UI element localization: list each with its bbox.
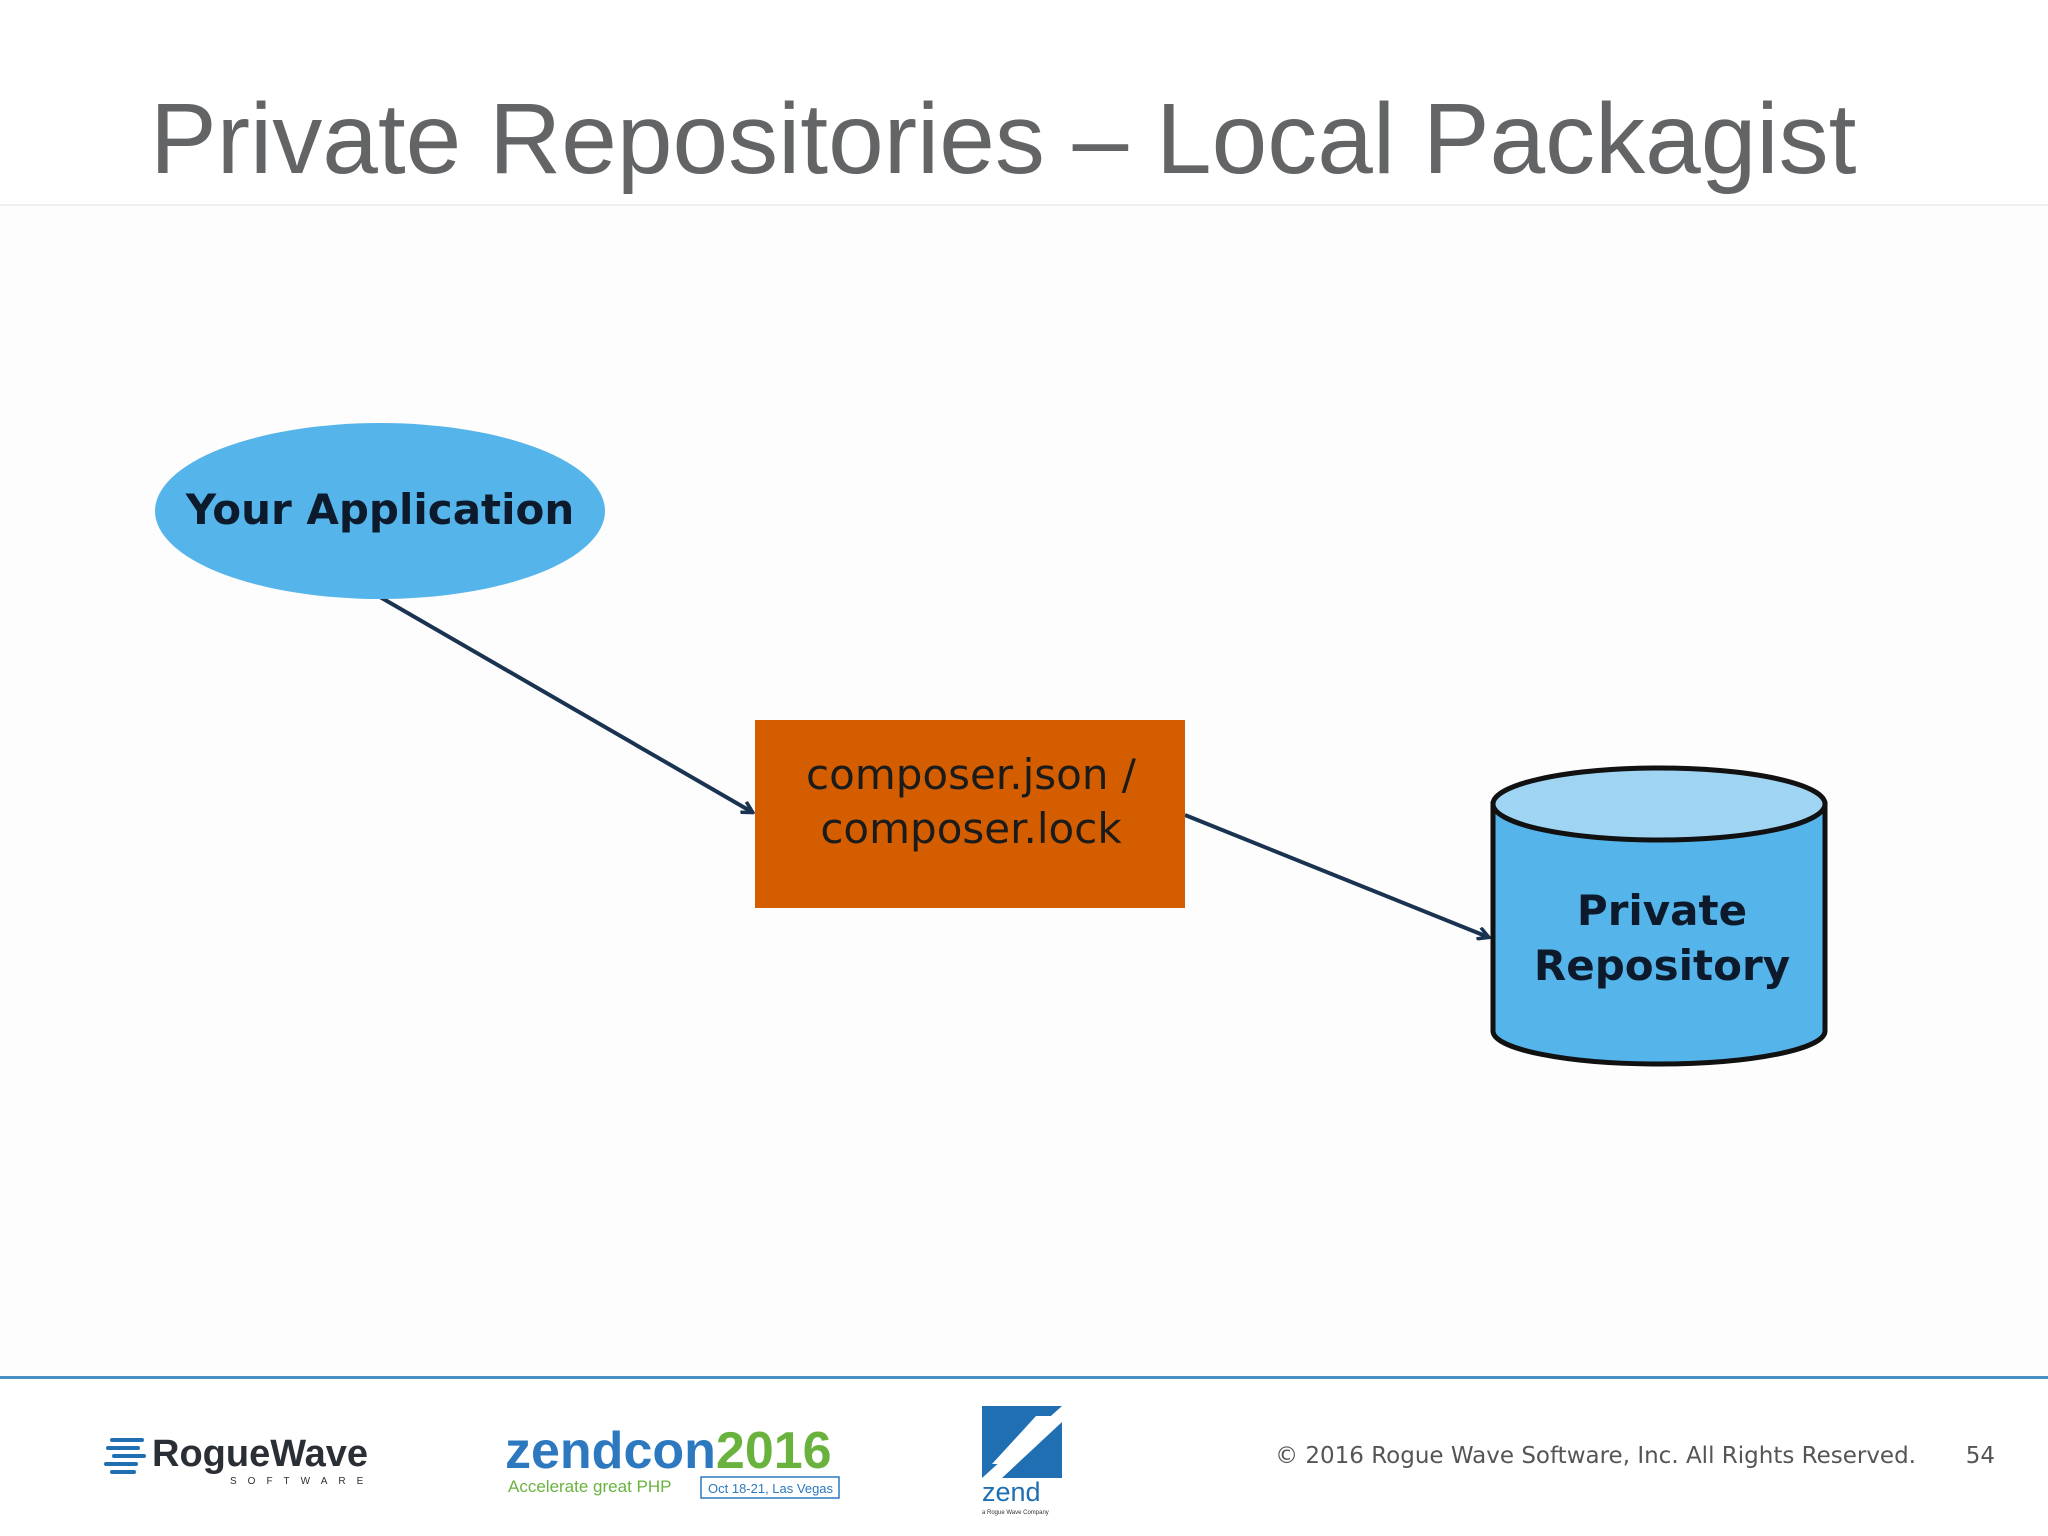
zendcon-logo: zendcon2016 Accelerate great PHP Oct 18-… <box>505 1422 840 1499</box>
composer-box <box>755 720 1185 908</box>
title-divider <box>0 204 2048 206</box>
repository-node: Private Repository <box>1490 765 1828 1067</box>
flow-diagram: Your Application composer.json / compose… <box>155 423 1828 1067</box>
connector-app-to-lock <box>378 595 752 812</box>
zendcon-logo-year: 2016 <box>716 1422 832 1480</box>
roguewave-mark-icon <box>104 1438 146 1474</box>
zendcon-logo-tagline: Accelerate great PHP <box>508 1477 671 1496</box>
page-number: 54 <box>1965 1443 1995 1469</box>
zend-mark-icon <box>982 1406 1062 1478</box>
composer-node-line1: composer.json / <box>806 750 1137 799</box>
repository-cylinder-body <box>1490 801 1828 1067</box>
zend-logo: zend a Rogue Wave Company <box>982 1406 1062 1516</box>
zendcon-logo-dates: Oct 18-21, Las Vegas <box>708 1481 834 1496</box>
repository-node-line2: Repository <box>1534 941 1790 990</box>
copyright-text: © 2016 Rogue Wave Software, Inc. All Rig… <box>1275 1443 1916 1469</box>
zendcon-logo-name: zendcon <box>505 1422 716 1480</box>
footer-divider <box>0 1376 2048 1379</box>
zendcon-dates-box <box>700 1476 840 1499</box>
roguewave-logo-tagline: SOFTWARE <box>230 1476 374 1487</box>
zend-logo-tagline: a Rogue Wave Company <box>982 1510 1049 1516</box>
composer-node-line2: composer.lock <box>820 804 1122 853</box>
app-node-label: Your Application <box>185 485 575 534</box>
app-node: Your Application <box>155 423 605 599</box>
app-ellipse <box>155 423 605 599</box>
roguewave-logo-name: RogueWave <box>152 1433 368 1475</box>
svg-text:zendcon2016: zendcon2016 <box>505 1422 832 1480</box>
connector-lock-to-repo <box>1184 813 1488 937</box>
zend-logo-name: zend <box>982 1477 1041 1507</box>
roguewave-logo: RogueWave SOFTWARE <box>104 1433 374 1487</box>
repository-node-line1: Private <box>1577 886 1747 935</box>
repository-cylinder-top <box>1490 765 1828 843</box>
slide-title: Private Repositories – Local Packagist <box>150 83 1857 195</box>
composer-node: composer.json / composer.lock <box>755 720 1185 908</box>
